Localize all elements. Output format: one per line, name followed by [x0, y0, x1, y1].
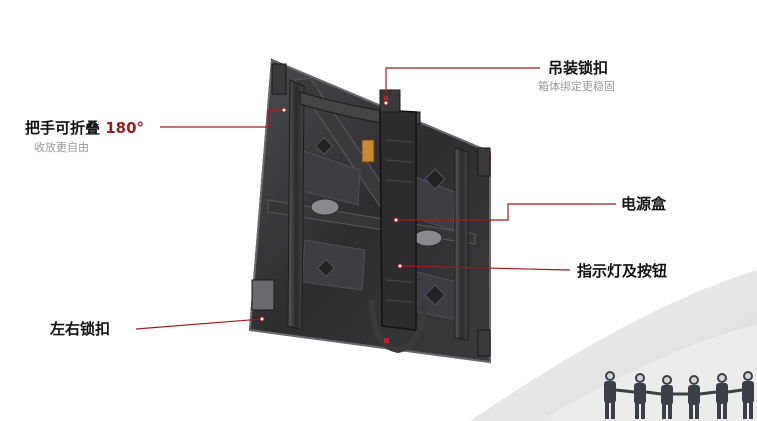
handle-label: 把手可折叠 180°	[25, 119, 144, 137]
hanging-lock-label: 吊装锁扣	[548, 59, 609, 77]
handle-sublabel: 收放更自由	[34, 141, 89, 154]
hanging-lock-sublabel: 箱体绑定更稳固	[538, 80, 615, 93]
connector-orange	[361, 139, 375, 163]
indicator-label: 指示灯及按钮	[577, 262, 668, 280]
side-lock-label: 左右锁扣	[50, 320, 111, 338]
person-silhouette	[604, 371, 616, 419]
person-silhouette	[661, 375, 673, 419]
side-lock-mechanism	[413, 229, 443, 247]
side-lock-mechanism	[310, 198, 340, 216]
handle-left-bar	[287, 79, 305, 331]
hanging-lock	[379, 89, 401, 113]
side-lock	[251, 279, 275, 311]
power-box-label: 电源盒	[621, 195, 667, 213]
handle-label-angle: 180°	[105, 119, 145, 137]
power-box	[379, 109, 417, 331]
handle-label-text: 把手可折叠	[25, 119, 106, 137]
